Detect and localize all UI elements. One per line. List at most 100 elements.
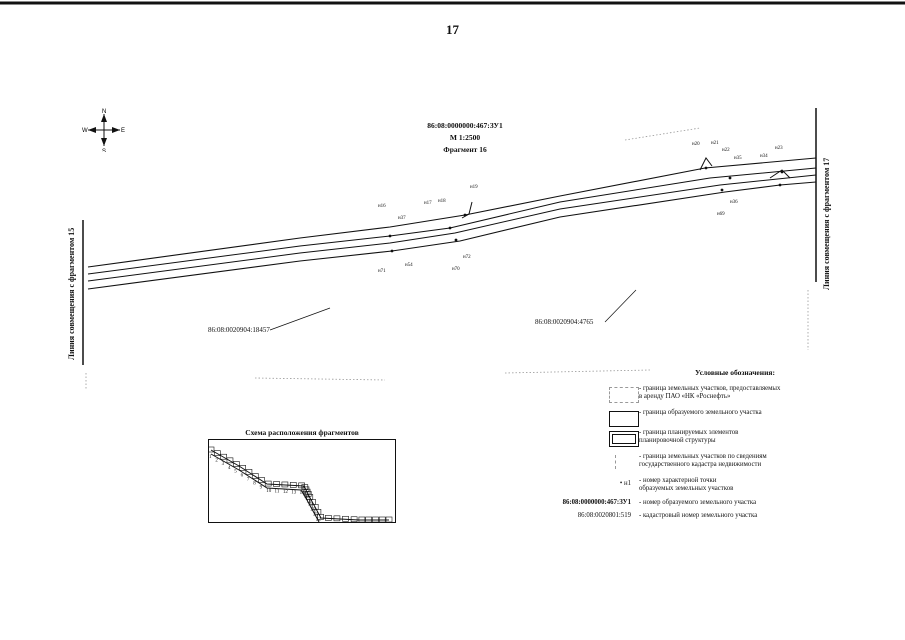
scheme-fragment-box <box>333 515 341 522</box>
scheme-fragment-number: 4 <box>228 466 231 471</box>
compass-icon: N S W E <box>82 109 125 155</box>
scheme-fragment-number: 13 <box>291 490 297 495</box>
corridor-outer-bottom <box>87 181 817 290</box>
scheme-fragment-number: 7 <box>247 477 250 482</box>
point-label: н18 <box>438 199 446 204</box>
scheme-fragment-number: 3 <box>222 462 225 467</box>
leader-line-left <box>269 307 331 331</box>
scheme-fragment-number: 22 <box>316 517 322 522</box>
scheme-fragment-number: 11 <box>275 490 280 495</box>
point-label: н22 <box>722 148 730 153</box>
scheme-fragment-number: 15 <box>303 493 309 498</box>
legend-point-symbol: • н1 <box>619 480 631 487</box>
compass-w: W <box>82 128 88 134</box>
cadastral-number-left: 86:08:0020904:18457 <box>208 326 270 334</box>
match-line-left-label: Линия совмещения с фрагментом 15 <box>67 227 76 360</box>
compass-rose: N S W E <box>82 108 126 155</box>
scheme-fragment-number: 10 <box>266 489 272 494</box>
scheme-fragment-number: 20 <box>310 507 316 512</box>
parcel-notch-19 <box>461 201 473 219</box>
point-label: н69 <box>717 212 725 217</box>
scheme-fragment-number: 2 <box>215 459 218 464</box>
point-label: н35 <box>734 156 742 161</box>
scheme-fragment-box <box>226 457 234 464</box>
legend: Условные обозначения: - граница земельны… <box>563 368 835 525</box>
scheme-fragment-box <box>214 450 221 456</box>
point-label: н23 <box>775 146 783 151</box>
legend-item-text: - кадастровый номер земельного участка <box>639 512 758 519</box>
fragment-title: Фрагмент 16 <box>443 145 487 154</box>
scheme-fragment-box <box>325 515 332 521</box>
scheme-fragment-number: 8 <box>253 481 256 486</box>
compass-e: E <box>121 128 125 134</box>
legend-lease-boundary-symbol <box>609 387 639 403</box>
point-label: н17 <box>424 201 432 206</box>
scheme-fragment-box <box>245 469 253 475</box>
legend-item: - граница образуемого земельного участка <box>595 409 835 429</box>
point-label: н34 <box>760 154 768 159</box>
corridor-inner-bottom <box>87 174 817 282</box>
legend-item-text: - граница земельных участков, предоставл… <box>639 385 781 400</box>
corridor-outer-top <box>87 157 817 268</box>
legend-title: Условные обозначения: <box>695 368 775 377</box>
scheme-fragment-number: 12 <box>283 490 289 495</box>
characteristic-points <box>388 166 784 253</box>
point-label: н70 <box>452 267 460 272</box>
point-label: н36 <box>730 200 738 205</box>
scheme-fragment-box <box>264 480 272 487</box>
parcel-notch-20 <box>699 157 713 171</box>
legend-item: - граница земельных участков по сведения… <box>595 453 835 477</box>
scheme-fragment-box <box>350 516 358 523</box>
scheme-fragment-box <box>281 481 289 488</box>
page-number: 17 <box>446 22 459 37</box>
scheme-fragment-box <box>239 465 246 471</box>
point-label: н21 <box>711 141 719 146</box>
scheme-fragment-box <box>258 477 265 483</box>
legend-parcel-boundary-symbol <box>609 411 639 427</box>
scheme-fragment-box <box>251 473 259 479</box>
legend-item: 86:08:0000000:467:ЗУ1 - номер образуемог… <box>563 499 835 512</box>
legend-item: - граница земельных участков, предоставл… <box>595 385 835 409</box>
legend-item: • н1 - номер характерной точки образуемы… <box>595 477 835 499</box>
cadastral-number-right: 86:08:0020904:4765 <box>535 318 594 326</box>
scheme-fragment-box <box>304 491 312 497</box>
parcel-id: 86:08:0000000:467:ЗУ1 <box>427 121 503 130</box>
point-label: н72 <box>463 255 471 260</box>
scheme-drawing: 1234567891011121314151617181920212223242… <box>207 446 393 530</box>
legend-item-text: - граница земельных участков по сведения… <box>639 453 767 468</box>
scheme-fragment-number: 21 <box>313 512 319 517</box>
scheme-fragment-number: 18 <box>306 499 312 504</box>
point-label: н71 <box>378 269 386 274</box>
match-line-right-label: Линия совмещения с фрагментом 17 <box>822 157 831 290</box>
scheme-fragment-number: 1 <box>209 455 212 460</box>
scheme-fragment-box <box>220 453 227 460</box>
cadastre-boundaries <box>85 127 809 390</box>
point-label: н20 <box>692 142 700 147</box>
parcel-notch-34 <box>769 169 791 179</box>
point-label: н37 <box>398 216 406 221</box>
legend-parcel-number-symbol: 86:08:0000000:467:ЗУ1 <box>562 499 631 506</box>
legend-cadastre-boundary-symbol <box>615 455 618 469</box>
point-label: н16 <box>378 204 386 209</box>
map-scale: М 1:2500 <box>449 133 481 142</box>
map-header: 86:08:0000000:467:ЗУ1 М 1:2500 Фрагмент … <box>380 120 550 156</box>
scheme-fragment-number: 19 <box>308 502 314 507</box>
compass-s: S <box>102 149 106 152</box>
legend-item: - граница планируемых элементов планиров… <box>595 429 835 453</box>
point-label: н54 <box>405 263 413 268</box>
legend-item-text: - номер характерной точки образуемых зем… <box>639 477 734 492</box>
scheme-fragment-number: 14 <box>300 491 306 496</box>
legend-item-text: - граница планируемых элементов планиров… <box>639 429 739 444</box>
compass-n: N <box>102 109 106 115</box>
legend-planning-boundary-symbol <box>609 431 639 447</box>
scheme-fragment-number: 9 <box>260 486 263 491</box>
legend-item-text: - граница образуемого земельного участка <box>639 409 762 416</box>
scheme-fragment-box <box>273 481 280 487</box>
scheme-fragment-number: 6 <box>241 473 244 478</box>
scheme-fragment-box <box>317 513 324 520</box>
scheme-fragment-box <box>342 515 349 522</box>
point-label: н19 <box>470 185 478 190</box>
legend-item: 86:08:0020801:519 - кадастровый номер зе… <box>578 512 835 525</box>
